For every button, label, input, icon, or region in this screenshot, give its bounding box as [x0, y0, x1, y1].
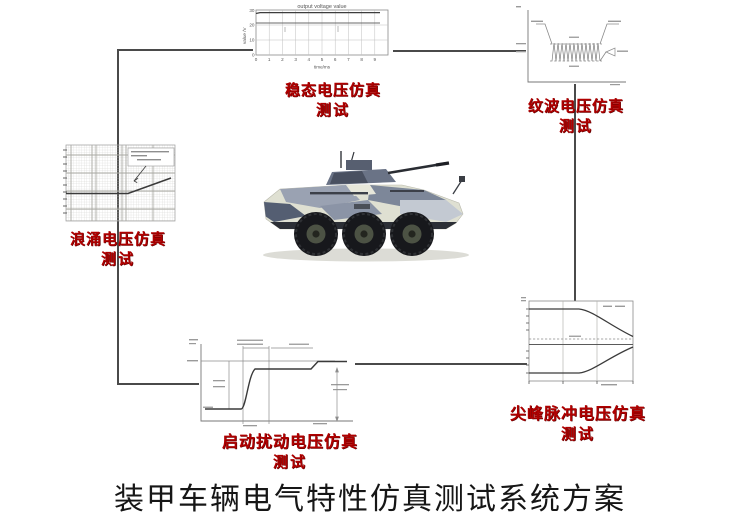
mirror-head: [459, 176, 465, 182]
micro-annotations: [516, 20, 628, 86]
svg-text:8: 8: [360, 57, 363, 62]
spike-label-line1: 尖峰脉冲电压仿真: [509, 406, 646, 423]
armored-vehicle-6x6-icon: [263, 151, 469, 262]
steady-test-label: 稳态电压仿真 测试: [258, 82, 408, 120]
wheel: [342, 212, 386, 256]
startup-curve: [205, 360, 347, 410]
startup-disturbance-chart: [185, 334, 357, 431]
startup-label-line1: 启动扰动电压仿真: [221, 434, 358, 451]
gridlines: [562, 301, 598, 381]
steady-voltage-waveform-icon: output voltage value 30 20 10 0 0 1 2 3: [242, 4, 389, 70]
wheel: [390, 212, 434, 256]
spike-test-label: 尖峰脉冲电压仿真 测试: [488, 406, 668, 444]
y-tick-stubs: [526, 308, 529, 374]
ripple-voltage-chart: [514, 4, 632, 88]
svg-text:5: 5: [321, 57, 324, 62]
lower-envelope-curve: [529, 346, 634, 374]
surge-voltage-chart: [58, 142, 178, 224]
ripple-label-line1: 纹波电压仿真: [527, 98, 624, 115]
connector-top-right: [393, 50, 526, 52]
steady-chart-title: output voltage value: [297, 4, 346, 10]
svg-text:0: 0: [252, 53, 255, 58]
svg-text:1: 1: [268, 57, 271, 62]
armored-vehicle-image: [250, 142, 484, 268]
ripple-voltage-waveform-icon: [516, 6, 628, 86]
connector-right-vertical: [574, 84, 576, 301]
upper-envelope-curve: [529, 308, 634, 338]
steady-trace-28v: [255, 11, 380, 15]
page-title: 装甲车辆电气特性仿真测试系统方案: [114, 483, 626, 516]
micro-annotation: [521, 300, 526, 302]
connector-bottom-right: [355, 363, 527, 365]
svg-text:7: 7: [347, 57, 350, 62]
decade-lines: [66, 145, 175, 221]
connector-top-left: [117, 49, 253, 51]
micro-annotations: [569, 305, 625, 386]
startup-disturbance-curve-icon: [187, 339, 353, 427]
startup-label-line2: 测试: [272, 454, 307, 471]
front-mirror: [452, 179, 463, 195]
x-tick-stubs: [528, 381, 634, 384]
surge-voltage-log-plot-icon: [63, 144, 176, 222]
svg-text:0: 0: [255, 57, 258, 62]
connector-bottom-left: [117, 383, 199, 385]
surge-curve: [66, 177, 172, 195]
ripple-test-label: 纹波电压仿真 测试: [501, 98, 651, 136]
spike-label-line2: 测试: [560, 426, 595, 443]
ripple-zigzag: [551, 42, 601, 62]
envelope: [536, 23, 619, 62]
svg-text:10: 10: [249, 38, 255, 43]
wheel: [294, 212, 338, 256]
micro-annotations: [187, 339, 349, 427]
steady-voltage-chart: output voltage value 30 20 10 0 0 1 2 3: [240, 2, 398, 78]
axes: [527, 10, 626, 83]
svg-text:9: 9: [374, 57, 377, 62]
vehicle-turret: [326, 151, 450, 185]
svg-text:30: 30: [249, 8, 255, 13]
y-tick-stubs: [63, 149, 67, 214]
spike-pulse-chart: [519, 293, 641, 399]
y-axis-label: value /V: [242, 26, 247, 44]
micro-annotation: [516, 6, 521, 8]
svg-text:20: 20: [249, 23, 255, 28]
svg-text:6: 6: [334, 57, 337, 62]
vehicle-wheels: [294, 212, 434, 256]
svg-text:3: 3: [294, 57, 297, 62]
annotation-lines: [201, 346, 339, 424]
callout-arrow: [133, 165, 147, 184]
spike-pulse-envelope-icon: [521, 297, 634, 386]
micro-annotation: [521, 297, 526, 299]
legend-text-marks: [131, 151, 169, 161]
gridlines: [256, 10, 388, 55]
startup-test-label: 启动扰动电压仿真 测试: [200, 434, 380, 472]
plot-frame: [528, 300, 634, 382]
x-axis-label: time/ms: [314, 65, 331, 70]
axes: [200, 344, 353, 422]
svg-text:4: 4: [308, 57, 311, 62]
x-tick-labels: 0 1 2 3 4 5 6 7 8 9: [255, 57, 377, 62]
surge-label-line1: 浪涌电压仿真: [69, 231, 166, 248]
arrow-tip: [605, 47, 616, 57]
y-tick-labels: 30 20 10 0: [249, 8, 255, 58]
steady-label-line1: 稳态电压仿真: [284, 82, 381, 99]
svg-text:2: 2: [281, 57, 284, 62]
legend-box: [127, 147, 175, 167]
surge-label-line2: 测试: [100, 251, 135, 268]
surge-test-label: 浪涌电压仿真 测试: [43, 231, 193, 269]
ripple-label-line2: 测试: [558, 118, 593, 135]
steady-label-line2: 测试: [315, 102, 350, 119]
